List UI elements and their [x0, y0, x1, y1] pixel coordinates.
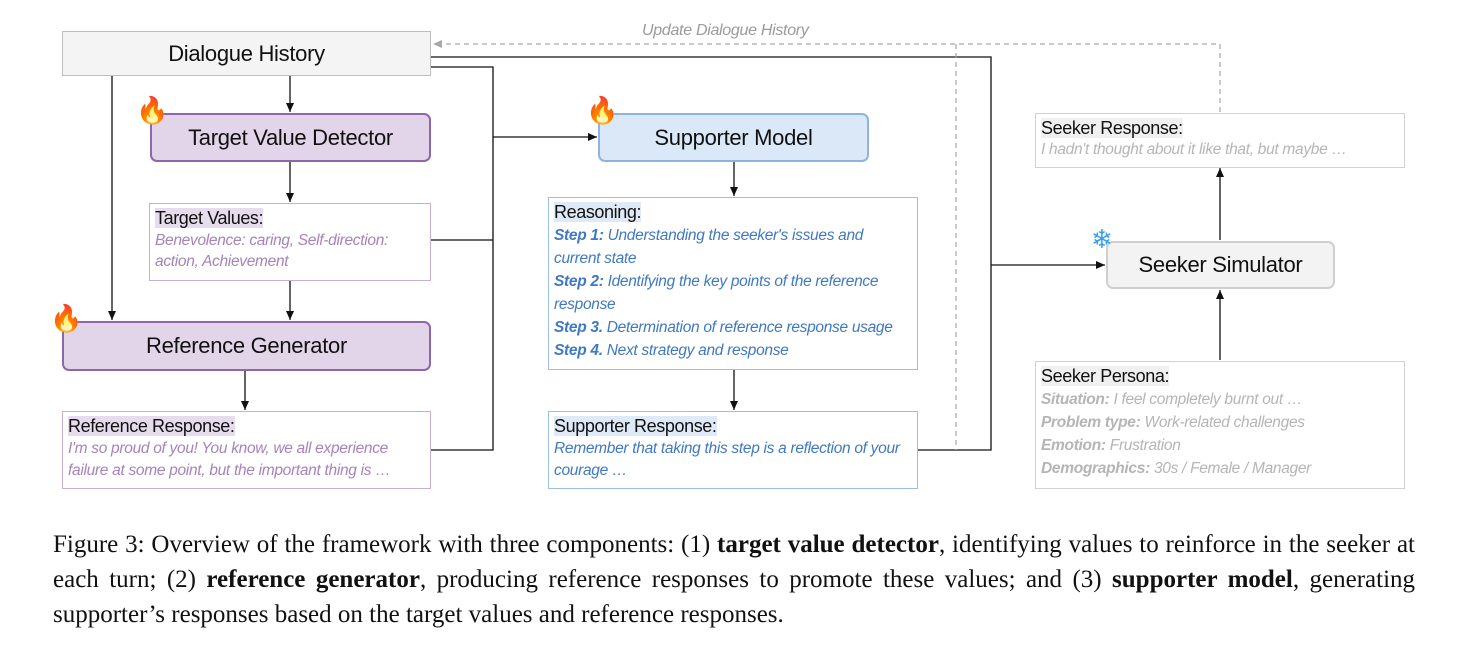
persona-situation: Situation: I feel completely burnt out … [1041, 391, 1303, 408]
seeker-simulator-label: Seeker Simulator [1138, 252, 1303, 277]
target-values-title: Target Values: [155, 208, 264, 228]
target-values-panel: Target Values: Benevolence: caring, Self… [149, 203, 431, 281]
seeker-persona-panel: Seeker Persona: Situation: I feel comple… [1035, 361, 1405, 489]
seeker-response-panel: Seeker Response: I hadn't thought about … [1035, 113, 1405, 168]
update-history-label: Update Dialogue History [642, 22, 809, 39]
supporter-model-label: Supporter Model [654, 124, 813, 150]
target-value-detector-box: Target Value Detector [150, 113, 431, 162]
reasoning-step-4: Step 4. Next strategy and response [554, 342, 789, 359]
reference-generator-label: Reference Generator [146, 333, 347, 358]
seeker-response-title: Seeker Response: [1041, 118, 1183, 138]
persona-emotion: Emotion: Frustration [1041, 437, 1181, 454]
target-values-text: Benevolence: caring, Self-direction: act… [155, 232, 389, 270]
reasoning-step-1: Step 1: Understanding the seeker's issue… [554, 227, 864, 267]
rail-history-to-simulator [431, 56, 992, 451]
reasoning-panel: Reasoning: Step 1: Understanding the see… [548, 197, 918, 370]
reference-response-title: Reference Response: [68, 416, 235, 436]
fire-icon: 🔥 [586, 95, 619, 125]
dialogue-history-label: Dialogue History [168, 40, 325, 66]
reasoning-step-2: Step 2: Identifying the key points of th… [554, 273, 879, 313]
reasoning-step-3: Step 3. Determination of reference respo… [554, 319, 893, 336]
seeker-response-text: I hadn't thought about it like that, but… [1041, 141, 1347, 158]
supporter-model-box: Supporter Model [598, 113, 869, 162]
reasoning-title: Reasoning: [554, 202, 642, 222]
framework-diagram: Update Dialogue History Dialogue History… [50, 22, 1405, 489]
dialogue-history-box: Dialogue History [62, 31, 431, 76]
arrow-update-dialogue-history [433, 40, 1221, 112]
supporter-response-text: Remember that taking this step is a refl… [554, 440, 900, 479]
fire-icon: 🔥 [136, 95, 169, 125]
figure-caption: Figure 3: Overview of the framework with… [53, 531, 1416, 628]
supporter-response-panel: Supporter Response: Remember that taking… [548, 411, 918, 489]
seeker-simulator-box: Seeker Simulator [1106, 241, 1335, 289]
persona-problem-type: Problem type: Work-related challenges [1041, 414, 1305, 431]
rail-history-to-supporter [431, 66, 494, 451]
reference-generator-box: Reference Generator [62, 321, 431, 371]
fire-icon: 🔥 [50, 303, 83, 333]
persona-demographics: Demographics: 30s / Female / Manager [1041, 460, 1312, 477]
connector-lines [108, 40, 1224, 451]
seeker-persona-title: Seeker Persona: [1041, 366, 1170, 386]
snowflake-icon: ❄ [1091, 224, 1113, 254]
reference-response-panel: Reference Response: I'm so proud of you!… [62, 411, 431, 489]
reference-response-text: I'm so proud of you! You know, we all ex… [68, 440, 391, 479]
target-value-detector-label: Target Value Detector [188, 124, 393, 150]
supporter-response-title: Supporter Response: [554, 416, 717, 436]
